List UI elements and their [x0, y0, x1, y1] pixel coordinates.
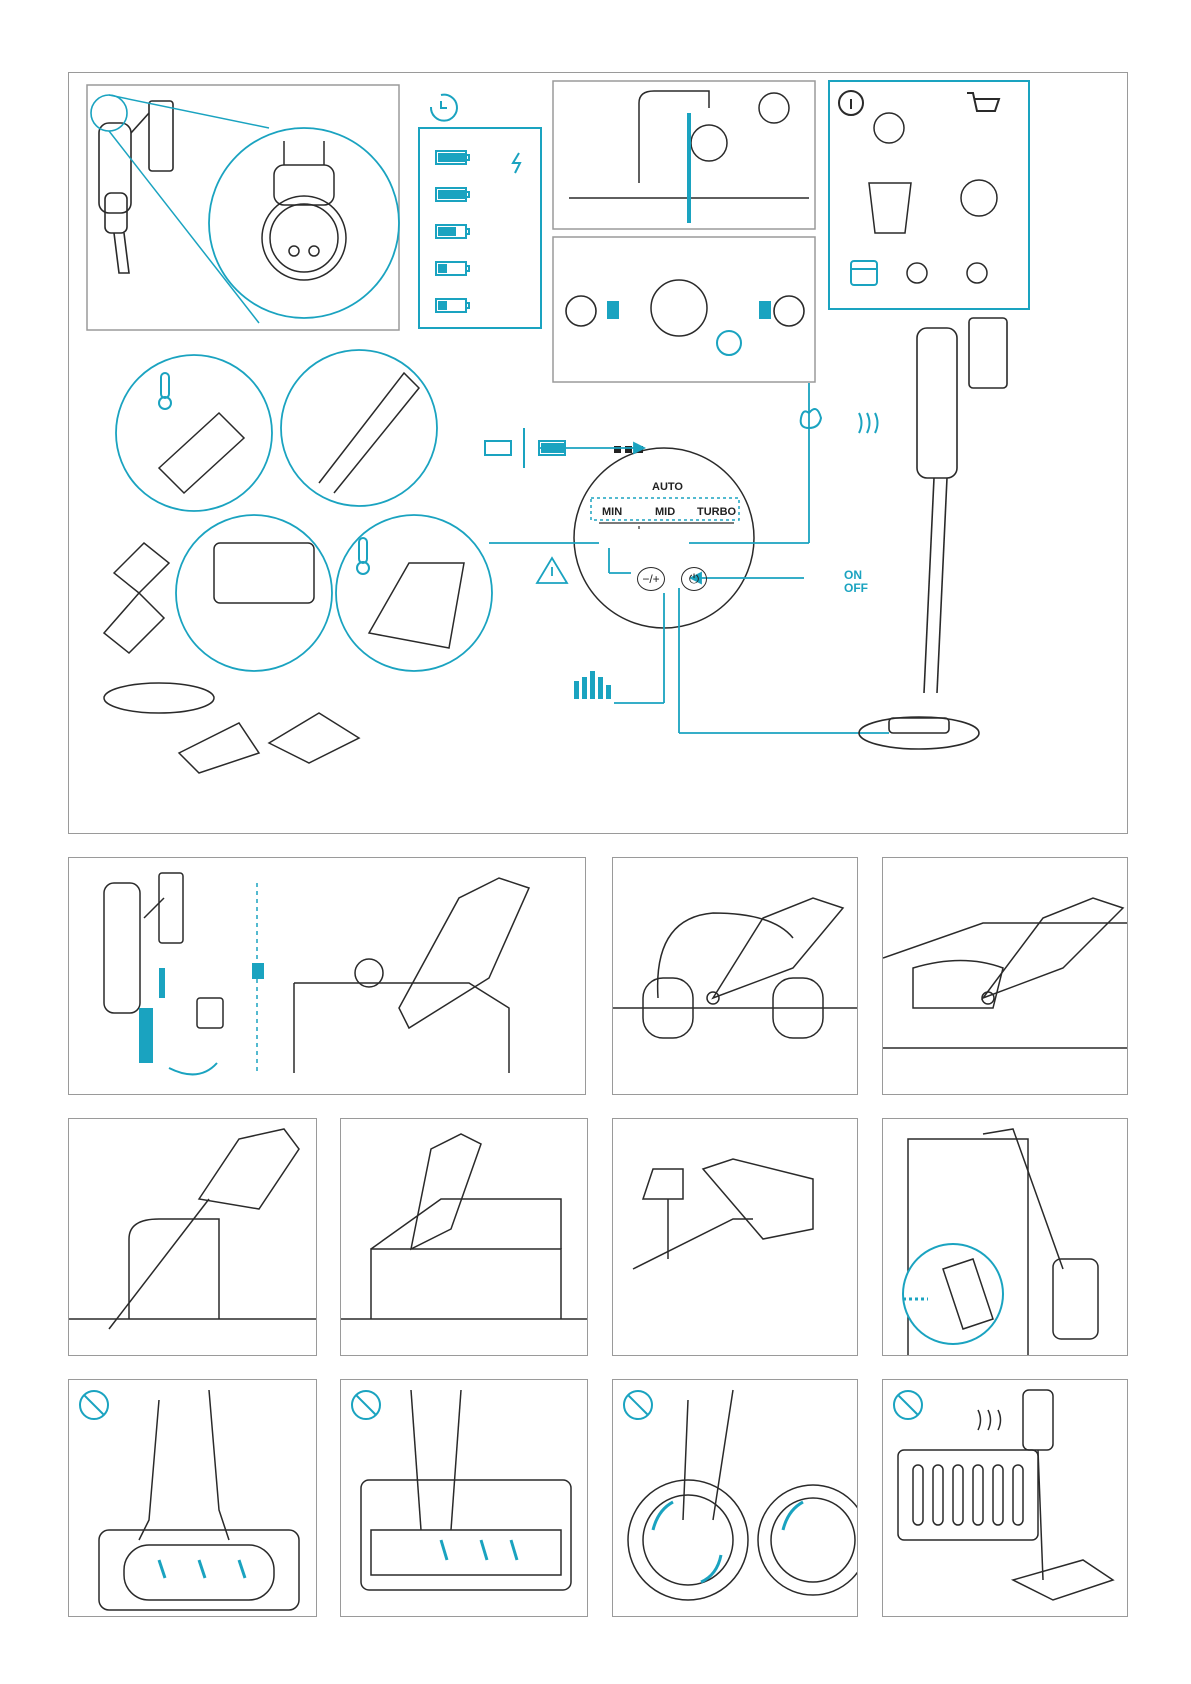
warning-panel-brush-bar [340, 1379, 588, 1617]
warning-panel-radiator [882, 1379, 1128, 1617]
on-label: ON [844, 568, 862, 582]
mop-pads-warning-illustration [613, 1380, 858, 1617]
step-panel-bed [882, 857, 1128, 1095]
power-level-bars [574, 671, 611, 699]
step-panel-sofa-backrest [340, 1118, 588, 1356]
mode-auto-label: AUTO [652, 481, 683, 493]
dusting-brush-illustration [69, 858, 586, 1095]
prohibited-icon [894, 1391, 922, 1419]
sofa-backrest-illustration [341, 1119, 588, 1356]
warning-panel-mop-pads [612, 1379, 858, 1617]
step-panel-high-shelf [882, 1118, 1128, 1356]
overview-illustration [69, 73, 1128, 834]
prohibited-icon [624, 1391, 652, 1419]
radiator-warning-illustration [883, 1380, 1128, 1617]
roller-warning-illustration [69, 1380, 317, 1617]
brush-bar-warning-illustration [341, 1380, 588, 1617]
clock-icon [431, 95, 457, 121]
drop-hand-icons [801, 409, 878, 433]
step-panel-dusting-brush [68, 857, 586, 1095]
upright-vacuum-drawing [859, 318, 1007, 749]
armchair-illustration [613, 858, 858, 1095]
sofa-crevice-illustration [69, 1119, 317, 1356]
minus-plus-button[interactable]: −/+ [637, 567, 665, 591]
calendar-icon [851, 261, 877, 285]
overview-panel: AUTO MIN MID TURBO −/+ ⏻ ON OFF [68, 72, 1128, 834]
step-panel-lampshade [612, 1118, 858, 1356]
off-label: OFF [844, 581, 868, 595]
cart-icon [967, 93, 999, 111]
battery-levels [436, 151, 520, 312]
warning-icon [537, 558, 567, 583]
display-closeup [262, 141, 346, 280]
battery-charge-icons [485, 428, 565, 468]
step-panel-sofa-crevice [68, 1118, 317, 1356]
mode-min-label: MIN [602, 506, 622, 518]
lampshade-illustration [613, 1119, 858, 1356]
power-button[interactable]: ⏻ [681, 567, 707, 591]
mode-mid-label: MID [655, 506, 675, 518]
high-shelf-illustration [883, 1119, 1128, 1356]
mode-turbo-label: TURBO [697, 506, 736, 518]
clock-icon-small [717, 331, 741, 355]
docked-vacuum-drawing [99, 101, 173, 273]
prohibited-icon [352, 1391, 380, 1419]
prohibited-icon [80, 1391, 108, 1419]
step-panel-armchair [612, 857, 858, 1095]
thermometer-icon [159, 373, 369, 574]
warning-panel-roller [68, 1379, 317, 1617]
info-icon [839, 91, 863, 115]
bed-illustration [883, 858, 1128, 1095]
